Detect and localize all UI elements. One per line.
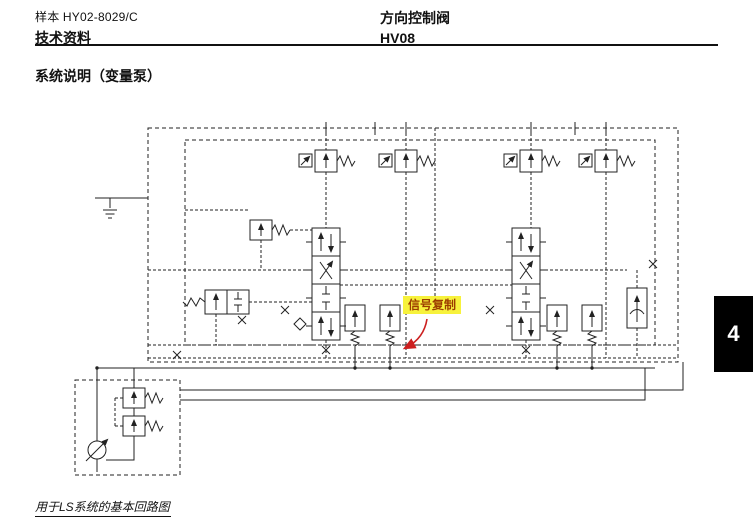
relief-valve-2 bbox=[379, 150, 435, 172]
directional-valve bbox=[183, 290, 249, 314]
flow-control-valve bbox=[627, 288, 647, 328]
sample-number: 样本 HY02-8029/C bbox=[35, 10, 138, 24]
compensator-4 bbox=[582, 305, 602, 346]
hydraulic-circuit-diagram: 信号复制 bbox=[35, 120, 695, 488]
pilot-valve bbox=[250, 220, 290, 240]
check-valve bbox=[293, 317, 307, 331]
closed-port-x bbox=[172, 350, 182, 360]
tech-data-label: 技术资料 bbox=[35, 30, 91, 46]
pump-compensator-valve-2 bbox=[123, 416, 163, 436]
header-rule bbox=[35, 44, 718, 46]
section-title: 系统说明（变量泵） bbox=[35, 68, 161, 84]
variable-pump bbox=[86, 440, 107, 461]
circuit-svg bbox=[74, 122, 684, 476]
outer-envelope bbox=[147, 127, 679, 363]
chapter-tab-label: 4 bbox=[727, 321, 740, 346]
chapter-tab: 4 bbox=[714, 296, 753, 372]
relief-valve-3 bbox=[504, 150, 560, 172]
closed-port-x bbox=[280, 305, 290, 315]
compensator-2 bbox=[380, 305, 400, 346]
figure-caption: 用于LS系统的基本回路图 bbox=[35, 500, 170, 514]
closed-port-x bbox=[237, 315, 247, 325]
circuit-linework bbox=[74, 122, 684, 476]
annotation-arrow bbox=[402, 318, 428, 350]
doc-title: 方向控制阀 bbox=[380, 10, 450, 26]
main-spool-left bbox=[306, 228, 346, 340]
relief-valve-4 bbox=[579, 150, 635, 172]
pump-block-envelope bbox=[74, 379, 181, 476]
doc-model: HV08 bbox=[380, 30, 416, 46]
footer-rule bbox=[35, 516, 171, 517]
header-left: 样本 HY02-8029/C 技术资料 bbox=[35, 8, 138, 48]
main-spool-right bbox=[506, 228, 546, 340]
pump-compensator-valve-1 bbox=[123, 388, 163, 408]
signal-copy-annotation: 信号复制 bbox=[403, 296, 462, 315]
compensator-1 bbox=[345, 305, 365, 346]
header-center: 方向控制阀 HV08 bbox=[380, 8, 450, 46]
relief-valve-1 bbox=[299, 150, 355, 172]
compensator-3 bbox=[547, 305, 567, 346]
closed-port-x bbox=[648, 259, 658, 269]
closed-port-x bbox=[485, 305, 495, 315]
tank-symbol bbox=[102, 209, 118, 219]
